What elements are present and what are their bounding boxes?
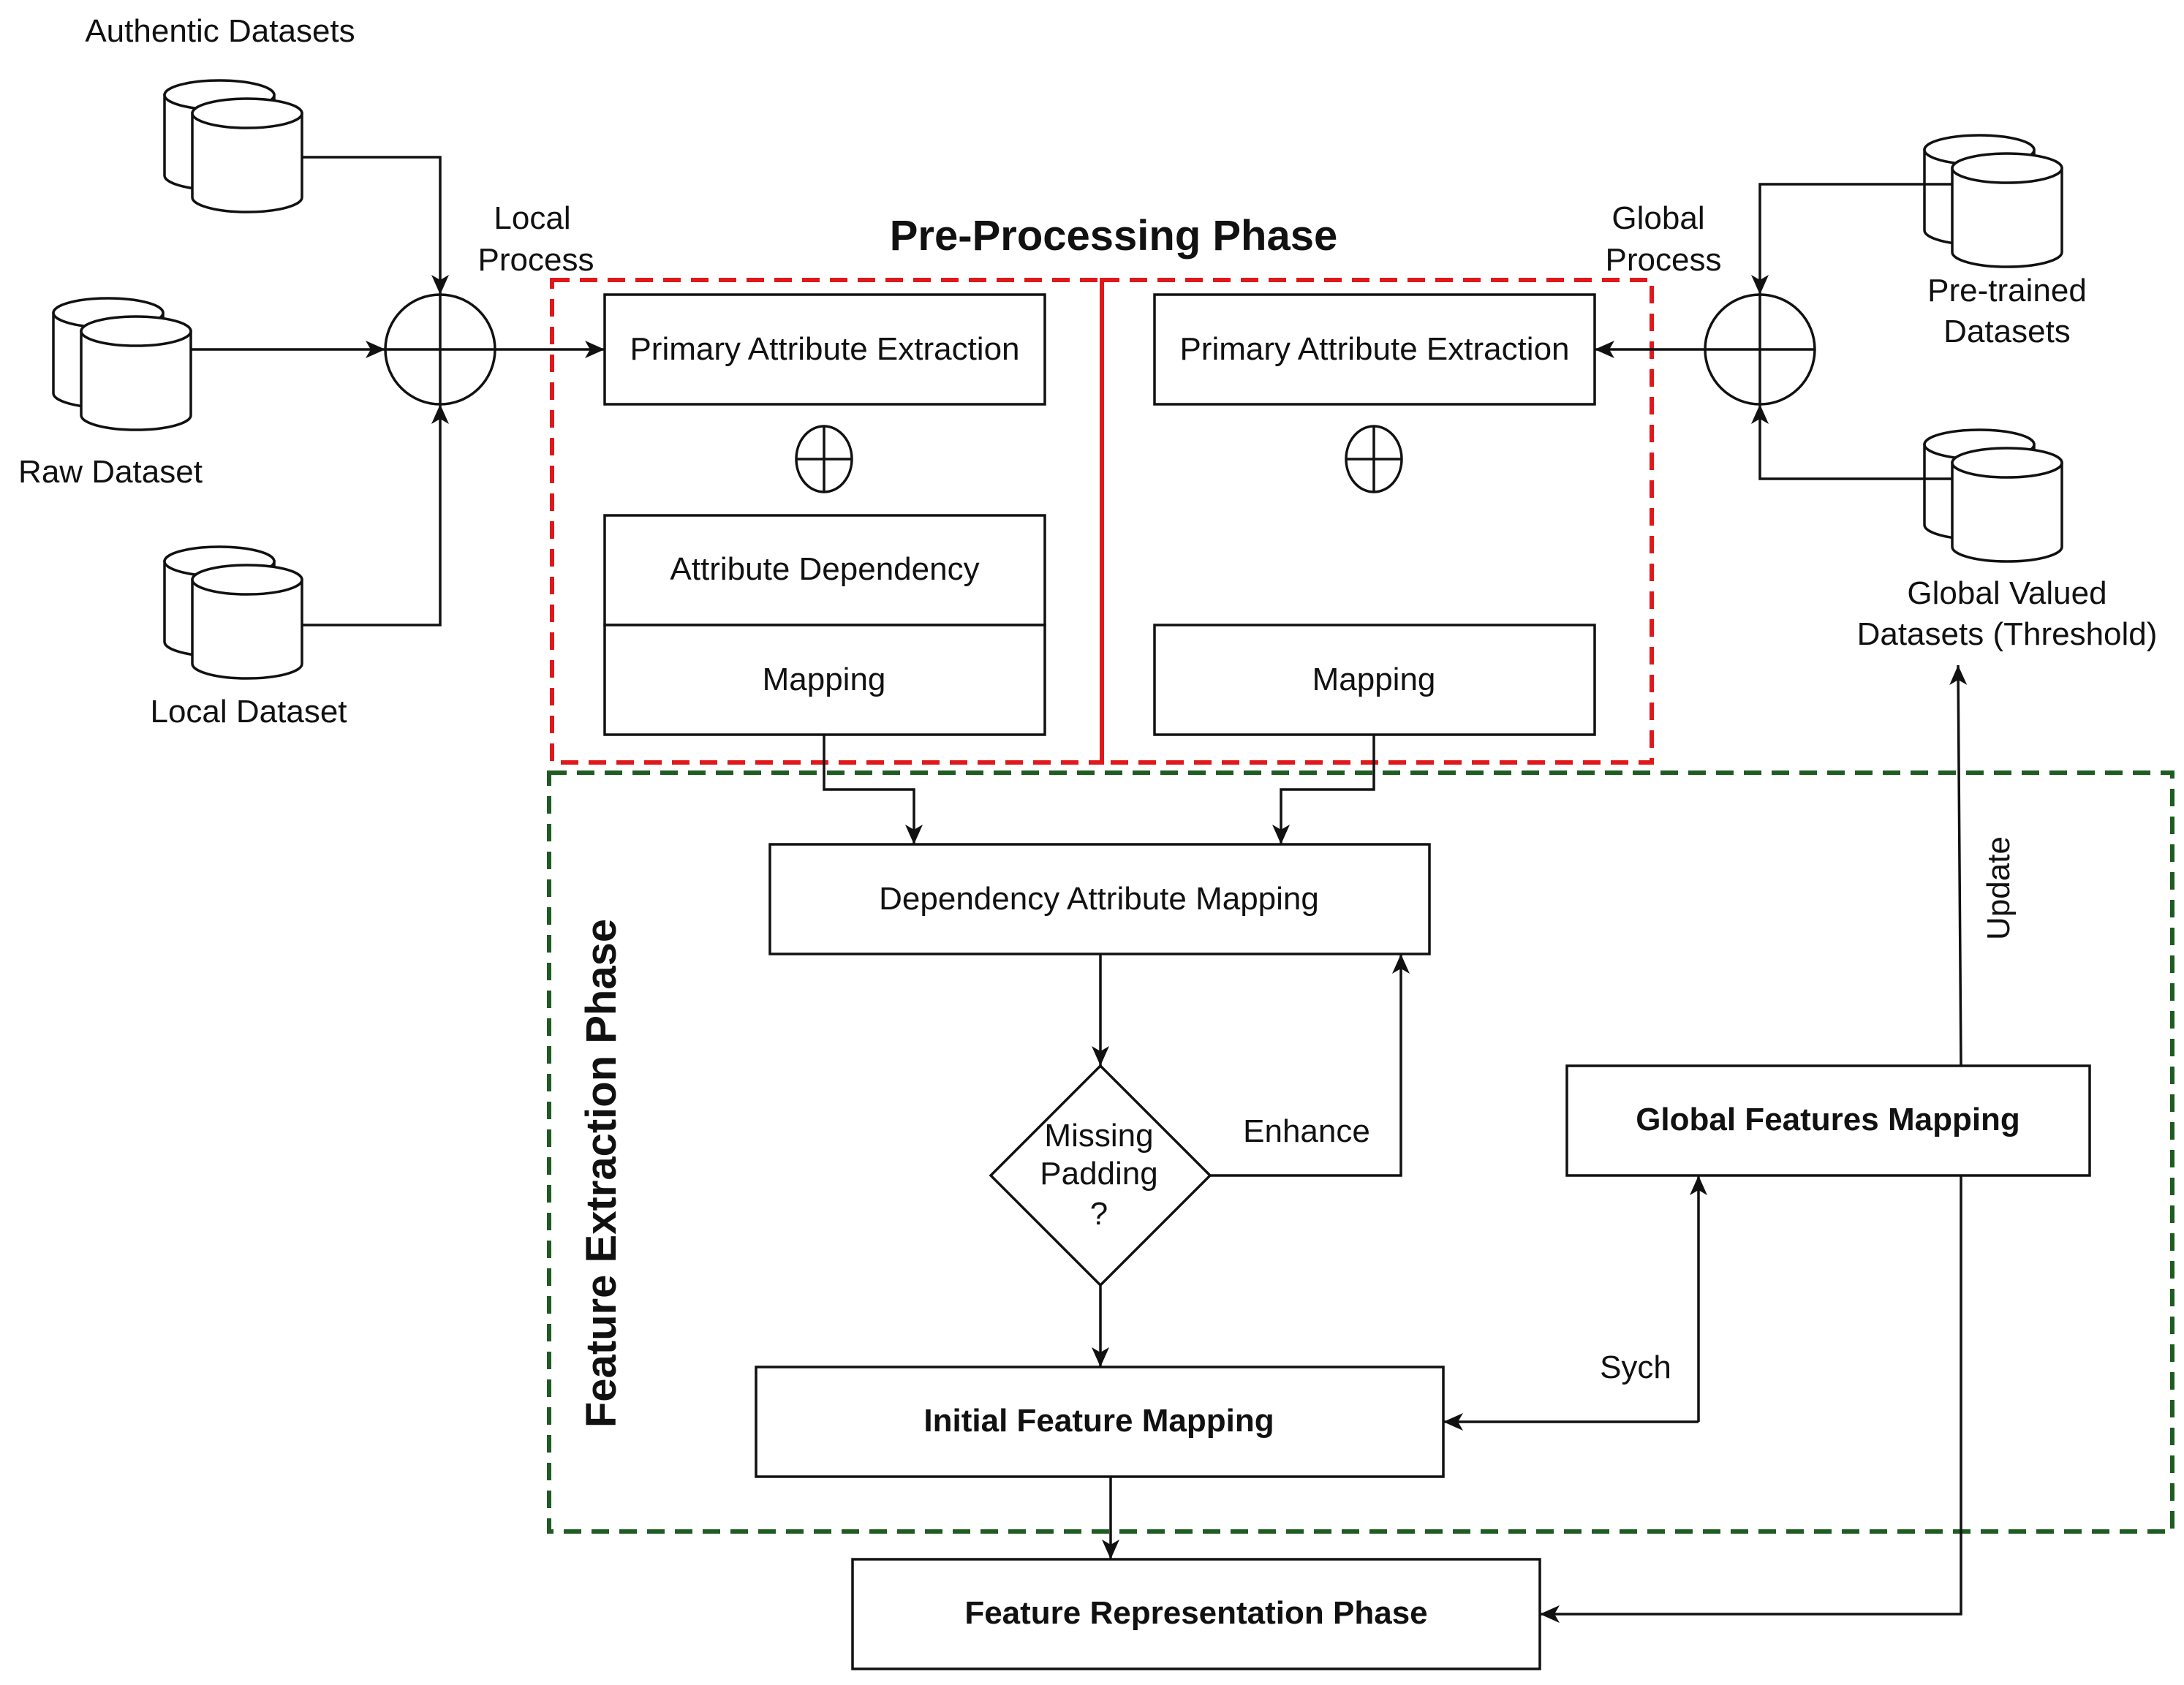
raw-dataset-database-icon [52, 297, 192, 431]
right-combine-sum-icon [1345, 425, 1403, 493]
local-to-local-sum-arrow [302, 404, 449, 626]
raw-dataset-label: Raw Dataset [18, 454, 203, 490]
global-valued-datasets-label-line2: Datasets (Threshold) [1857, 616, 2158, 652]
global-to-representation-arrow [1540, 1175, 1962, 1623]
local-process-sum-icon [384, 293, 496, 406]
decision-label-line3: ? [1090, 1196, 1108, 1232]
local-process-label-line2: Process [478, 242, 594, 278]
global-valued-datasets-database-icon [1923, 428, 2063, 563]
global-features-mapping-box [1565, 1064, 2091, 1177]
feature-extraction-phase-frame [547, 770, 2174, 1534]
update-edge-label: Update [1981, 836, 2017, 940]
update-arrow [1949, 664, 1968, 1067]
primary-attribute-extraction-left-label: Primary Attribute Extraction [630, 331, 1019, 367]
dependency-attribute-mapping-label: Dependency Attribute Mapping [879, 881, 1319, 917]
global-process-label-line2: Process [1606, 242, 1722, 278]
attribute-dependency-label: Attribute Dependency [670, 551, 979, 587]
preprocessing-phase-frame-right [1100, 278, 1654, 765]
mapping-right-to-dependency-arrow [1272, 735, 1375, 844]
local-dataset-label: Local Dataset [150, 694, 347, 730]
pretrained-datasets-label-line2: Datasets [1943, 314, 2071, 349]
decision-label-line1: Missing [1044, 1118, 1153, 1154]
preprocessing-phase-title: Pre-Processing Phase [890, 212, 1338, 260]
decision-enhance-arrow [1210, 954, 1410, 1177]
pretrained-datasets-label-line1: Pre-trained [1927, 273, 2087, 308]
feature-extraction-phase-title: Feature Extraction Phase [578, 919, 625, 1428]
mapping-right-box [1153, 624, 1596, 736]
global-process-sum-icon [1704, 293, 1816, 406]
authentic-datasets-database-icon [163, 79, 303, 213]
primary-attribute-extraction-right-label: Primary Attribute Extraction [1179, 331, 1569, 367]
pretrained-datasets-database-icon [1923, 134, 2063, 268]
local-process-label-line1: Local [494, 200, 570, 236]
left-combine-sum-icon [795, 425, 853, 493]
global-features-mapping-label: Global Features Mapping [1636, 1102, 2020, 1137]
mapping-left-to-dependency-arrow [823, 735, 923, 844]
global-valued-datasets-label-line1: Global Valued [1907, 575, 2106, 611]
global-valued-to-global-sum-arrow [1751, 404, 1952, 480]
authentic-datasets-label: Authentic Datasets [85, 13, 355, 49]
pretrained-to-global-sum-arrow [1751, 183, 1952, 295]
global-process-label-line1: Global [1611, 200, 1704, 236]
local-dataset-database-icon [163, 545, 303, 680]
sych-edge-label: Sych [1600, 1349, 1671, 1385]
mapping-left-label: Mapping [763, 662, 886, 697]
primary-attribute-extraction-right-box [1153, 293, 1596, 406]
mapping-left-box [603, 624, 1046, 736]
feature-representation-phase-label: Feature Representation Phase [964, 1595, 1427, 1631]
dependency-attribute-mapping-box [768, 843, 1431, 955]
enhance-edge-label: Enhance [1243, 1113, 1370, 1149]
initial-feature-mapping-label: Initial Feature Mapping [923, 1403, 1274, 1439]
mapping-right-label: Mapping [1312, 662, 1436, 697]
authentic-to-local-sum-arrow [302, 156, 449, 295]
decision-label-line2: Padding [1040, 1156, 1157, 1192]
feature-representation-phase-box [851, 1558, 1541, 1670]
